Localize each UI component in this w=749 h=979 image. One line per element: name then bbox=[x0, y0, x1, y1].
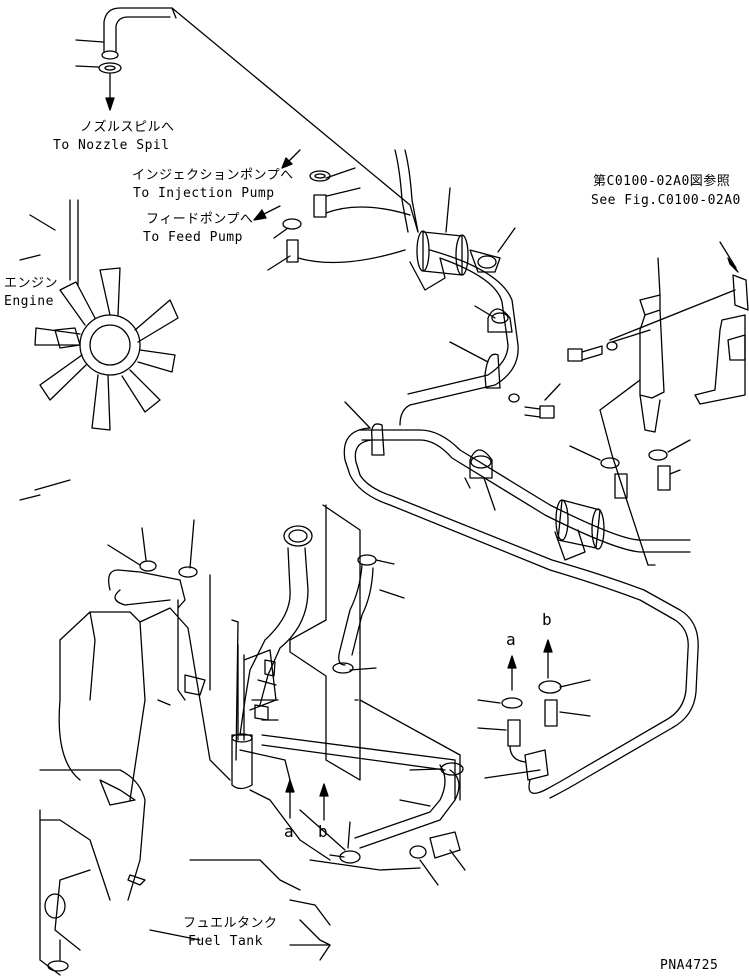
label-fuel-en: Fuel Tank bbox=[188, 934, 263, 949]
label-feed-jp: フィードポンプへ bbox=[146, 212, 254, 227]
label-fuel-jp: フュエルタンク bbox=[183, 916, 278, 931]
ref-a-bottom: a bbox=[284, 822, 295, 841]
ref-b-top: b bbox=[542, 610, 553, 629]
lower-hose bbox=[299, 762, 466, 886]
engine-fan bbox=[19, 199, 179, 501]
fuel-pipes bbox=[343, 149, 699, 799]
bolts bbox=[508, 329, 651, 419]
mounting-bracket bbox=[599, 241, 749, 566]
ref-ab-right bbox=[477, 639, 591, 781]
phantom-frame bbox=[157, 504, 461, 801]
label-engine-en: Engine bbox=[4, 294, 54, 309]
label-injection-jp: インジェクションポンプへ bbox=[132, 168, 294, 183]
tank-hose-left bbox=[107, 519, 211, 701]
filler-neck bbox=[231, 525, 456, 801]
leaders-filter bbox=[344, 187, 516, 511]
return-hose-center bbox=[332, 554, 405, 674]
ref-ab-bottom bbox=[285, 779, 329, 821]
nozzle-spill-hose bbox=[75, 7, 419, 233]
pump-leaders bbox=[253, 149, 411, 271]
label-injection-en: To Injection Pump bbox=[133, 186, 275, 201]
small-hoses-right bbox=[569, 439, 691, 499]
label-nozzle-en: To Nozzle Spil bbox=[53, 138, 170, 153]
ref-b-bottom: b bbox=[318, 822, 329, 841]
fuel-filters bbox=[409, 230, 605, 561]
label-feed-en: To Feed Pump bbox=[143, 230, 243, 245]
drawing-number: PNA4725 bbox=[660, 958, 719, 973]
label-fig-jp: 第C0100-02A0図参照 bbox=[593, 174, 731, 189]
label-nozzle-jp: ノズルスピルへ bbox=[80, 120, 175, 135]
label-engine-jp: エンジン bbox=[4, 276, 59, 291]
label-fig-en: See Fig.C0100-02A0 bbox=[591, 193, 741, 208]
ref-a-top: a bbox=[506, 630, 517, 649]
fuel-tank bbox=[39, 607, 331, 976]
clamps bbox=[371, 308, 513, 489]
